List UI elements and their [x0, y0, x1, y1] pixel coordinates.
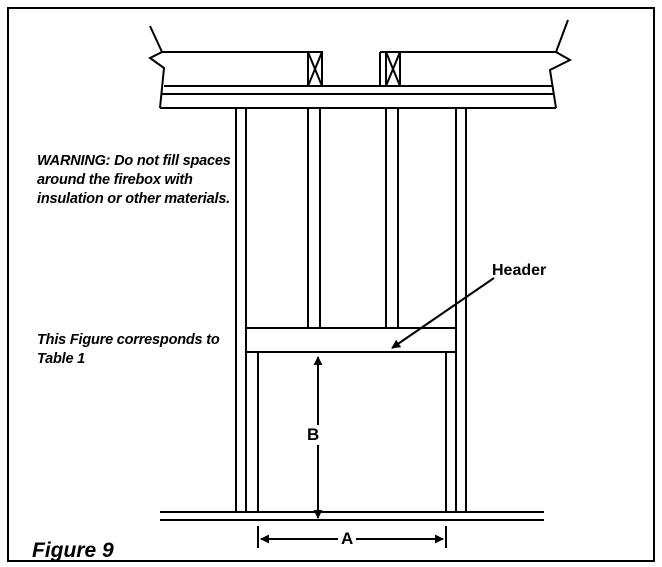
table-reference-note: This Figure corresponds to Table 1 — [37, 332, 220, 367]
wall-studs — [235, 108, 467, 512]
figure-title: Figure 9 — [32, 539, 114, 562]
warning-note: WARNING: Do not fill spaces around the f… — [37, 153, 231, 207]
joist-cross-sections — [307, 51, 401, 87]
figure-border — [7, 7, 655, 562]
header-leader-arrow — [391, 277, 495, 349]
ceiling-joists — [148, 19, 573, 109]
dimension-b-label: B — [304, 425, 323, 445]
header-beam — [245, 327, 457, 353]
dimension-a-label: A — [338, 529, 357, 549]
floor-lines — [160, 511, 544, 521]
header-label: Header — [492, 262, 547, 279]
